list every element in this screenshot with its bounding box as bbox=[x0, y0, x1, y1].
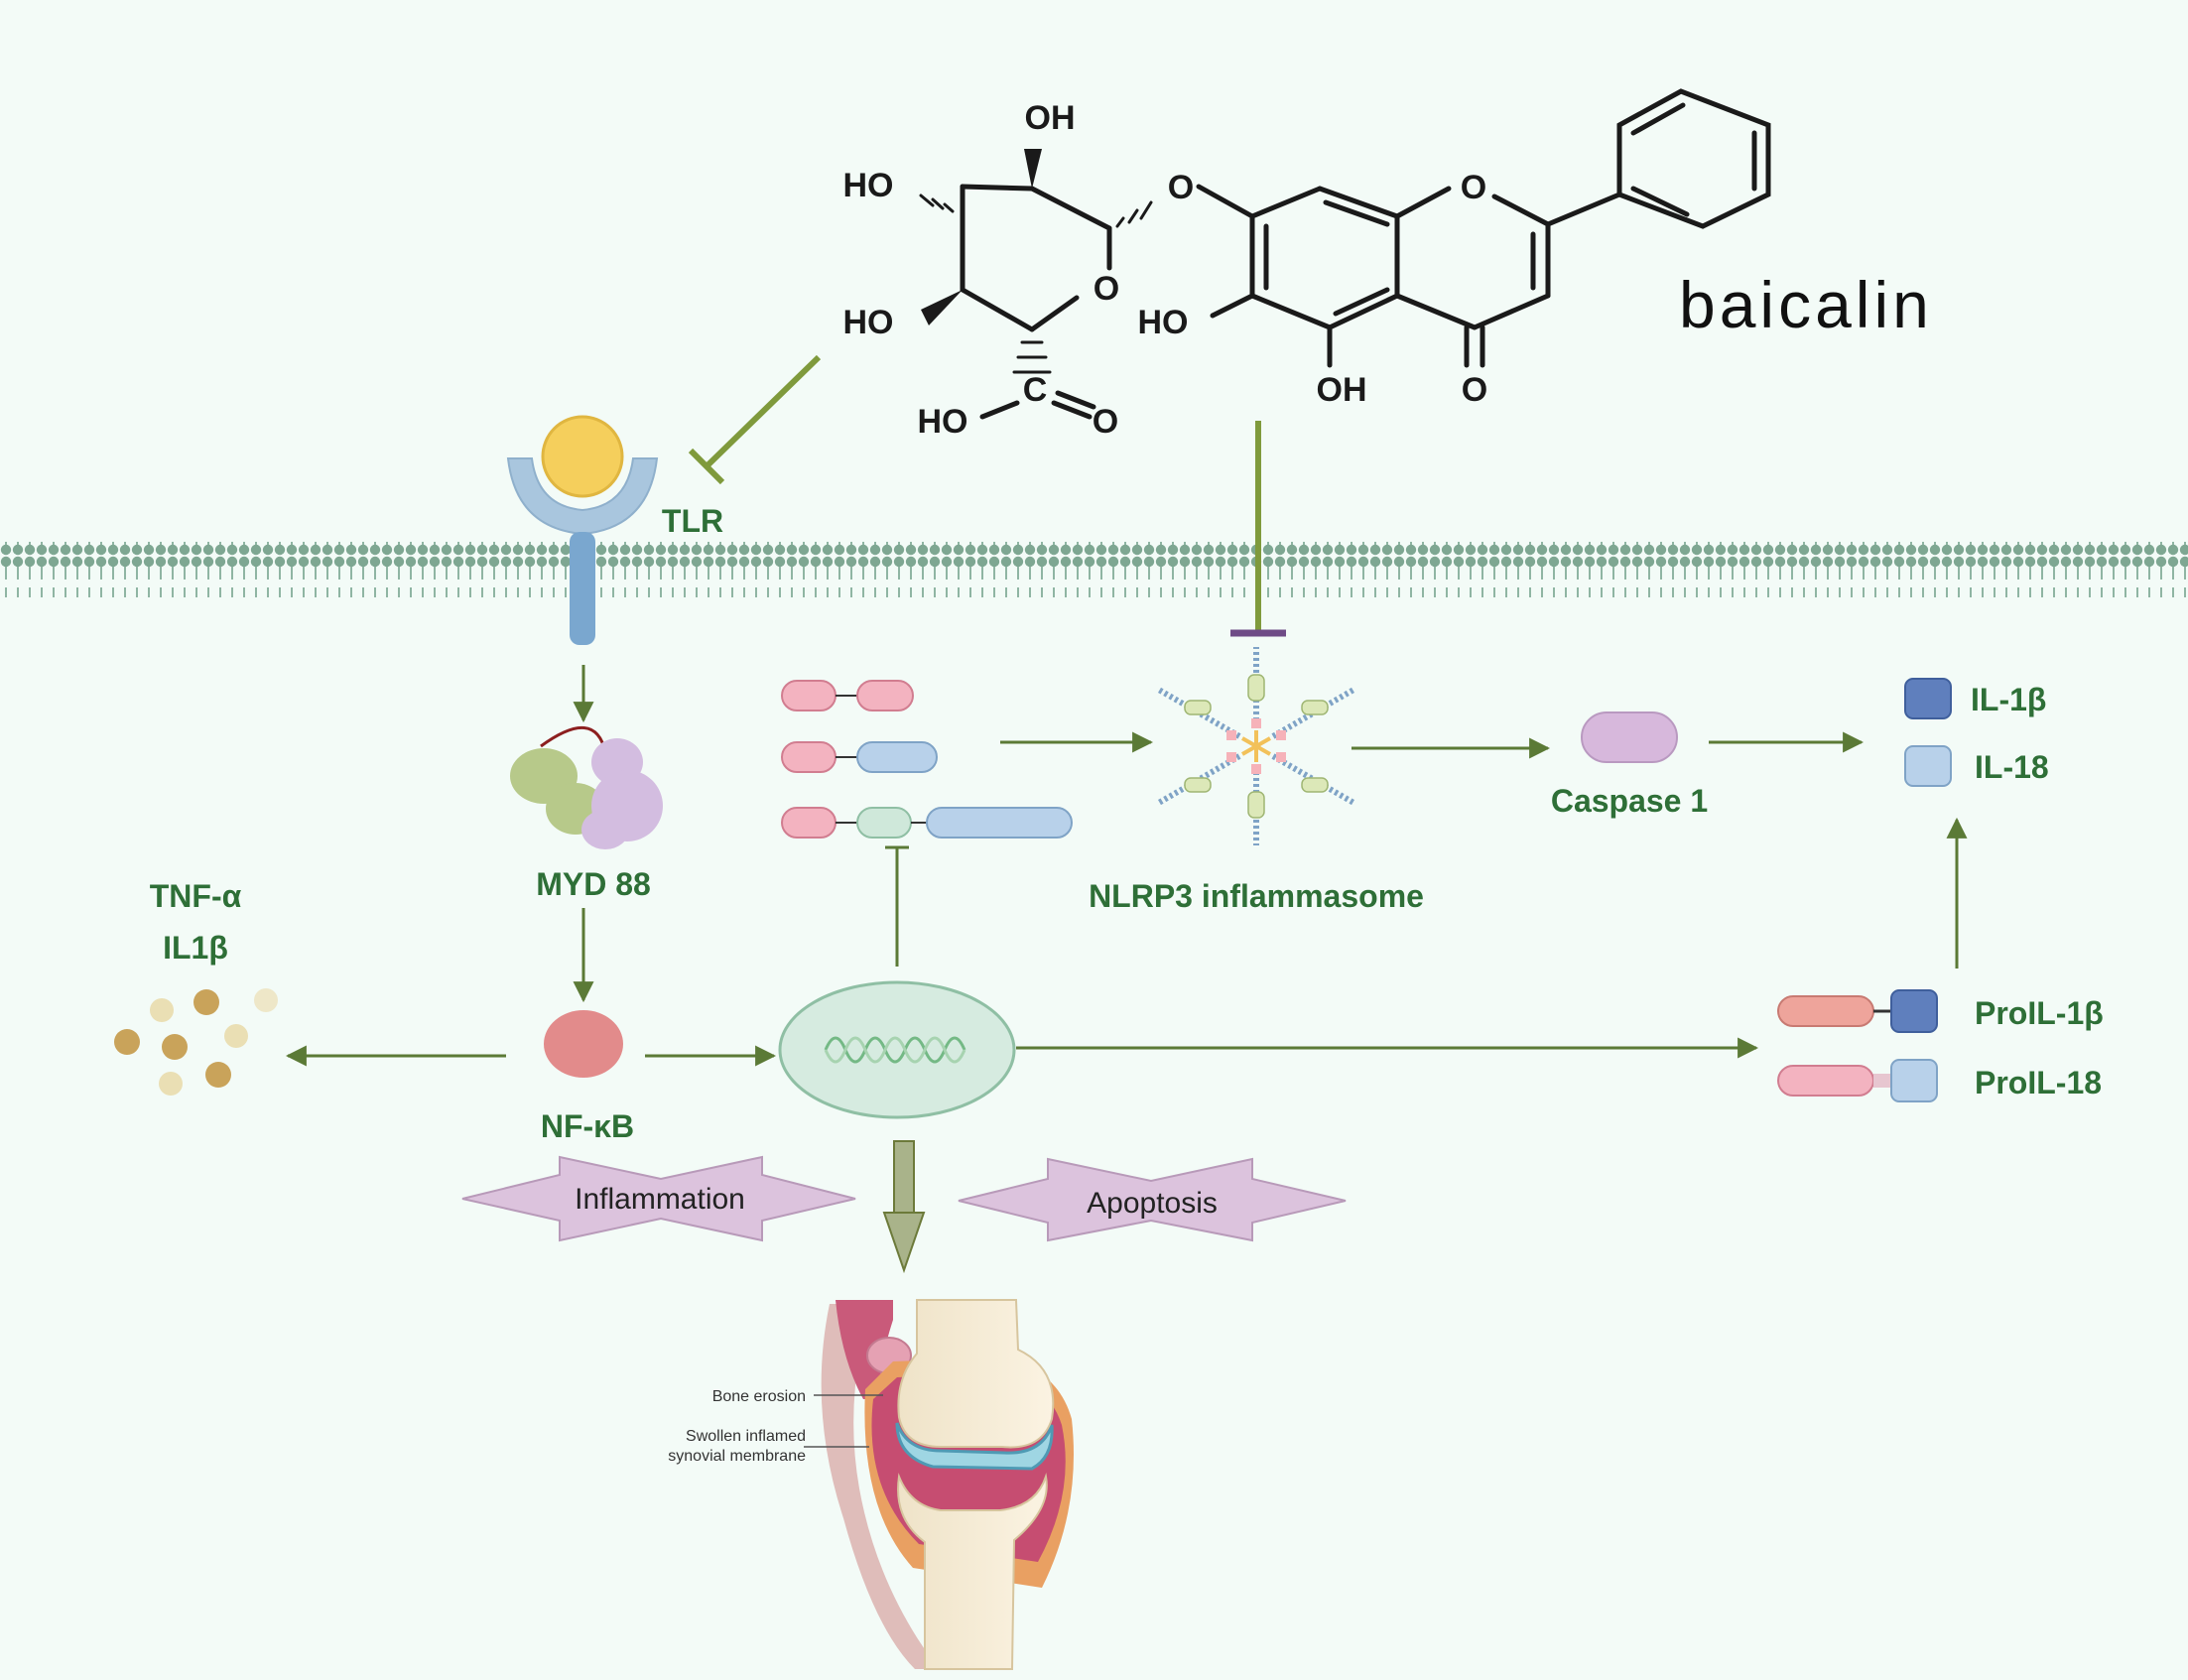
atom-o-carboxyl: O bbox=[1093, 403, 1118, 441]
tlr-receptor bbox=[506, 415, 659, 645]
tlr-label: TLR bbox=[662, 503, 723, 539]
cell-membrane bbox=[0, 542, 2188, 597]
swollen-label-line2: synovial membrane bbox=[668, 1448, 806, 1465]
knee-joint-illustration bbox=[804, 1299, 1074, 1670]
atom-c-carboxyl: C bbox=[1023, 371, 1048, 409]
baicalin-structure bbox=[919, 88, 1771, 420]
atom-o-keto: O bbox=[1462, 371, 1487, 409]
il1b-label: IL-1β bbox=[1971, 682, 2046, 717]
atom-ho-3: HO bbox=[1138, 304, 1189, 341]
apoptosis-label: Apoptosis bbox=[1087, 1187, 1218, 1220]
down-arrow-joint bbox=[882, 1140, 926, 1274]
proil18-protein bbox=[1777, 1059, 1938, 1102]
nlrp3-label: NLRP3 inflammasome bbox=[1089, 878, 1424, 914]
proil1b-protein bbox=[1777, 989, 1938, 1033]
inflammation-label: Inflammation bbox=[575, 1183, 745, 1216]
myd88-protein bbox=[510, 726, 663, 849]
atom-ho-1: HO bbox=[843, 167, 894, 204]
il1b-left-label: IL1β bbox=[163, 930, 228, 966]
nfkb-label: NF-κB bbox=[541, 1108, 634, 1144]
cytokine-particles bbox=[114, 988, 278, 1096]
myd88-label: MYD 88 bbox=[536, 866, 651, 902]
atom-ho-4: HO bbox=[918, 403, 968, 441]
il18-label: IL-18 bbox=[1975, 749, 2049, 785]
caspase1-label: Caspase 1 bbox=[1551, 783, 1708, 819]
nfkb-protein bbox=[544, 1010, 623, 1078]
nucleus-inhibit-components bbox=[885, 845, 909, 967]
proil18-label: ProIL-18 bbox=[1975, 1065, 2102, 1100]
apoptosis-star: Apoptosis bbox=[958, 1157, 1347, 1242]
atom-oh-bottom: OH bbox=[1317, 371, 1367, 409]
compound-name: baicalin bbox=[1679, 268, 1933, 341]
proil1b-label: ProIL-1β bbox=[1975, 995, 2104, 1031]
caspase1-protein bbox=[1581, 711, 1678, 763]
bone-erosion-label: Bone erosion bbox=[712, 1388, 806, 1405]
nlrp3-components bbox=[781, 680, 1073, 839]
il1b-protein bbox=[1904, 678, 1952, 719]
atom-o-link: O bbox=[1168, 169, 1194, 206]
tnf-label: TNF-α bbox=[150, 878, 242, 914]
atom-o-ring-sugar: O bbox=[1094, 270, 1119, 308]
inhibition-nlrp3 bbox=[1230, 421, 1286, 637]
atom-oh-top: OH bbox=[1025, 99, 1076, 137]
swollen-label-line1: Swollen inflamed bbox=[686, 1428, 806, 1445]
nucleus bbox=[778, 980, 1016, 1119]
inflammation-star: Inflammation bbox=[461, 1155, 856, 1242]
atom-ho-2: HO bbox=[843, 304, 894, 341]
atom-o-ring-chromone: O bbox=[1461, 169, 1486, 206]
il18-protein bbox=[1904, 745, 1952, 787]
nlrp3-inflammasome bbox=[1155, 647, 1357, 845]
inhibition-tlr bbox=[688, 354, 822, 485]
